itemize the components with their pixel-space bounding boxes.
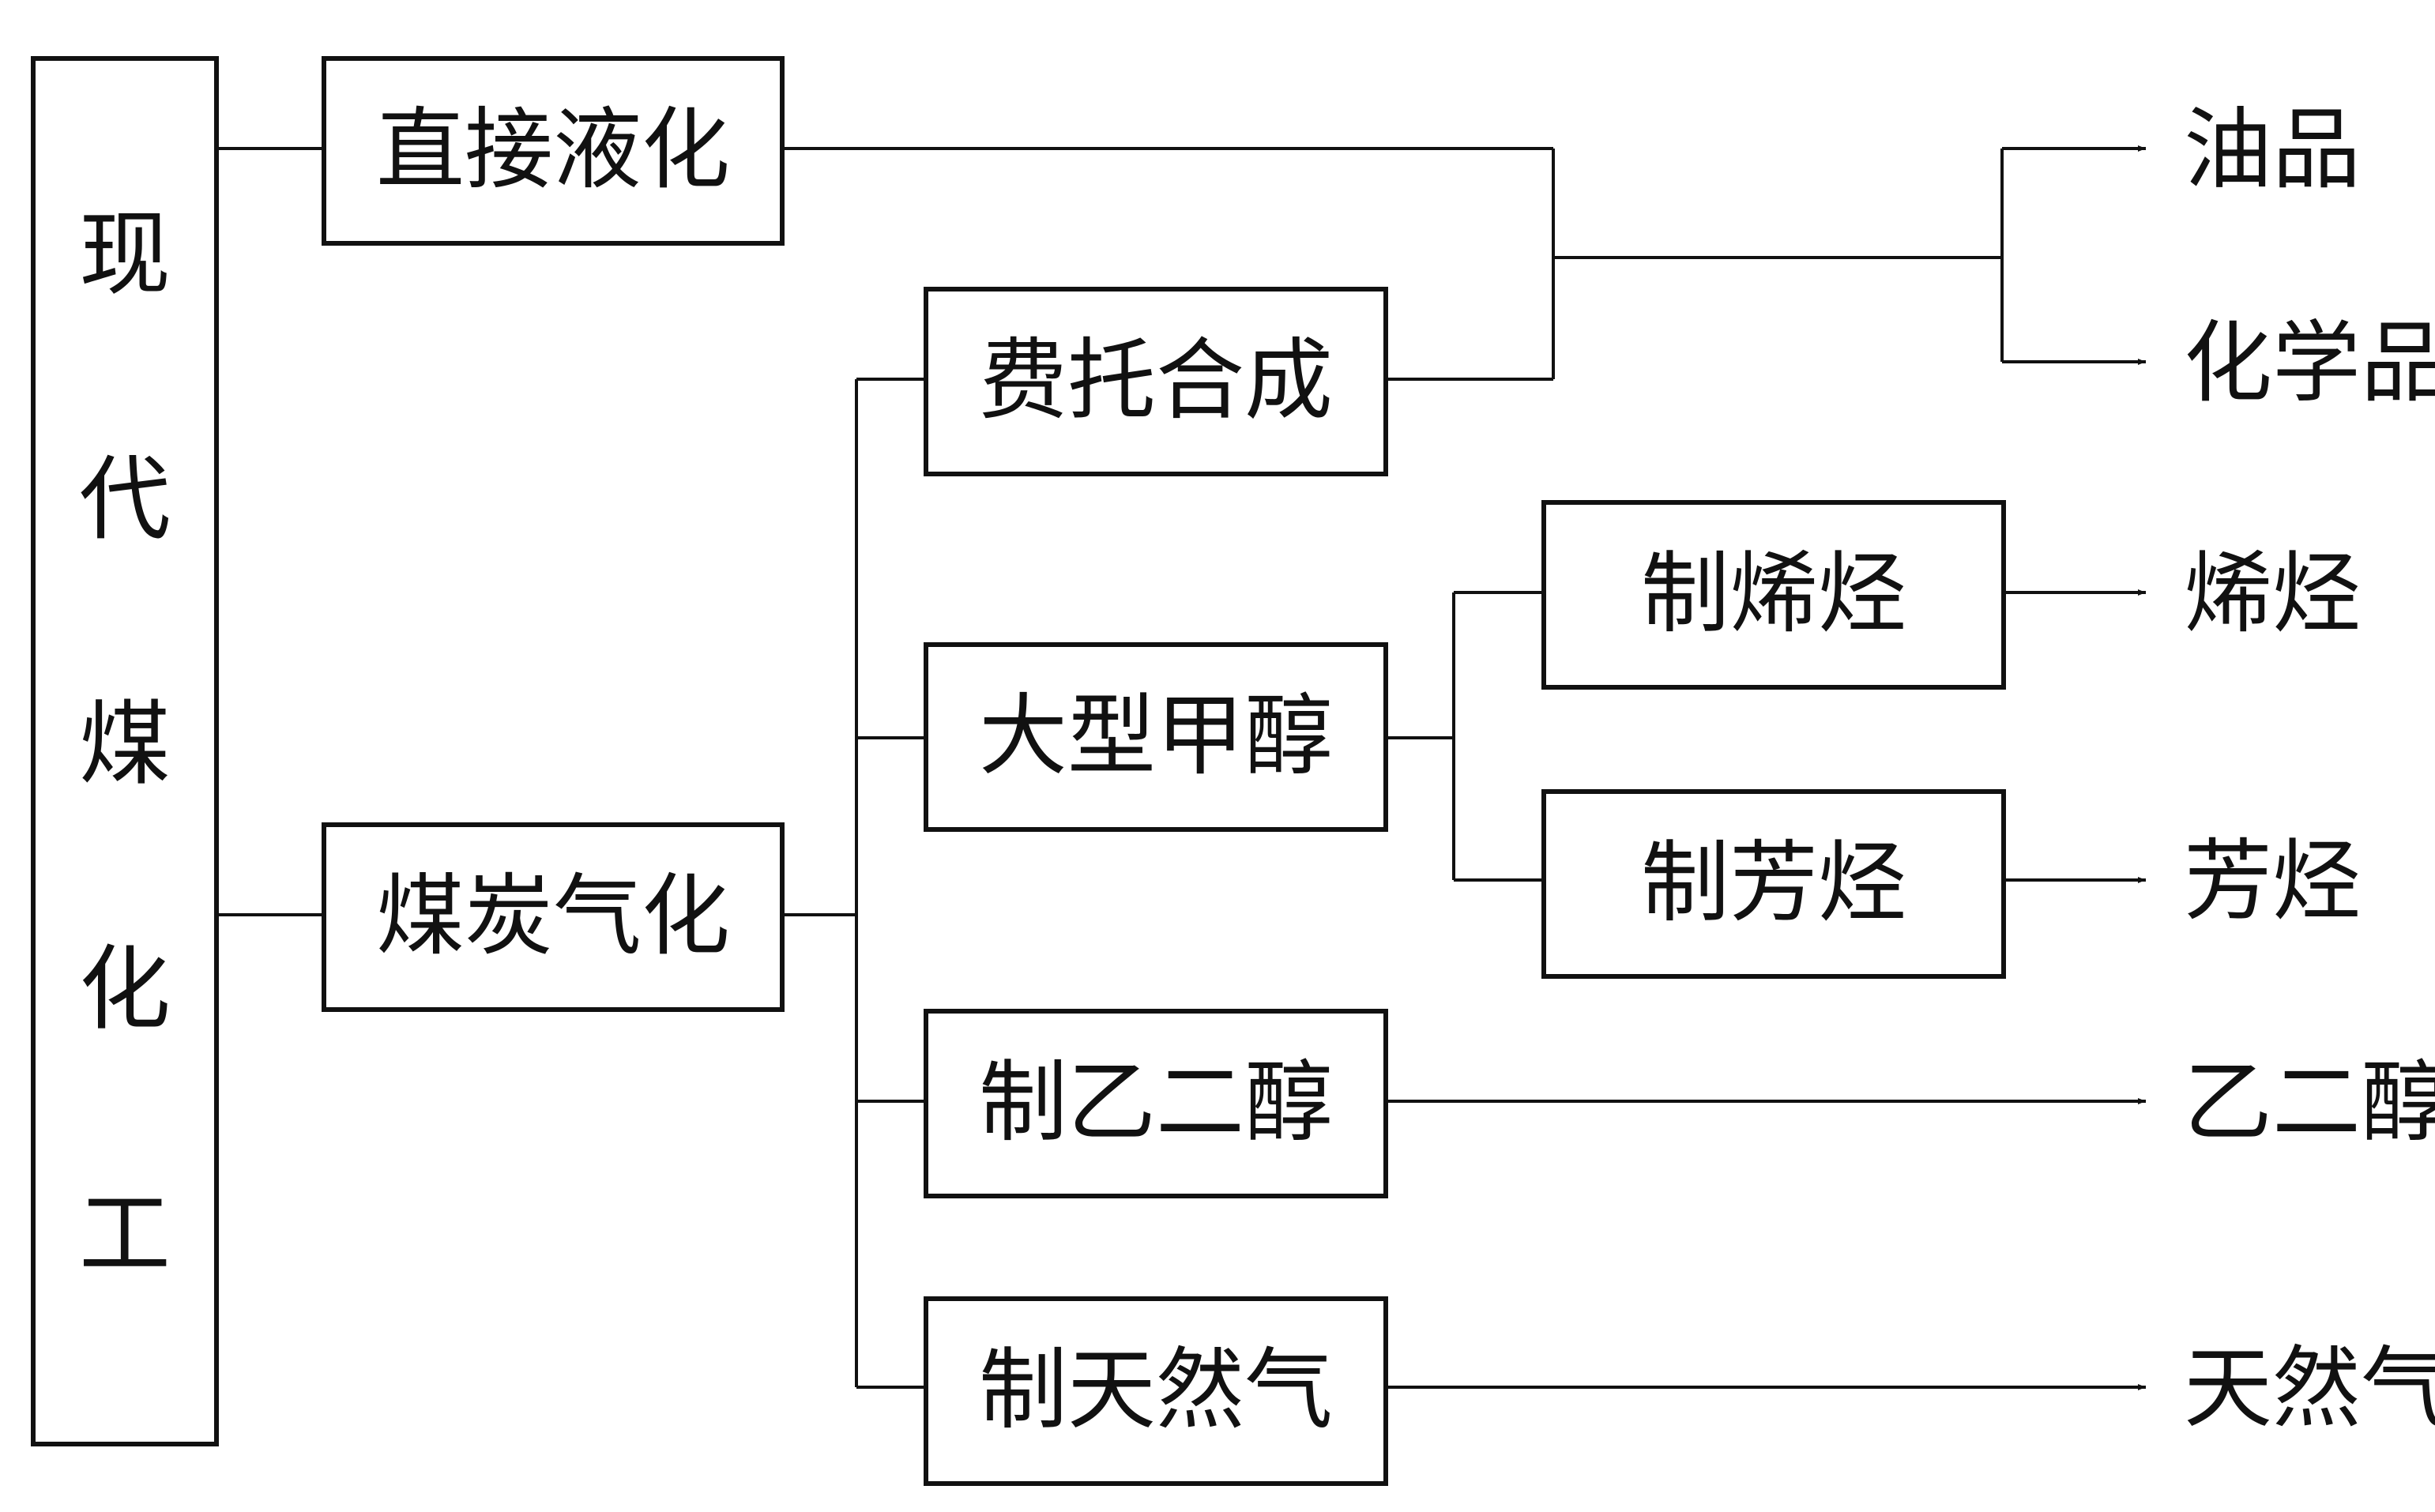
- fischer-tropsch-label: 费托合成: [979, 329, 1333, 432]
- make-ethylene-glycol-box: [924, 1009, 1388, 1198]
- make-aromatics-box: [1541, 789, 2006, 979]
- make-natural-gas-label: 制天然气: [979, 1339, 1333, 1442]
- product-ethylene-glycol: 乙二醇: [2184, 1051, 2435, 1154]
- root-char-4: 化: [79, 936, 171, 1043]
- root-char-2: 代: [79, 446, 171, 553]
- root-char-3: 煤: [79, 691, 171, 798]
- make-olefins-label: 制烯烃: [1641, 543, 1906, 645]
- direct-liquefaction-label: 直接液化: [376, 99, 730, 201]
- direct-liquefaction-box: [322, 56, 785, 246]
- coal-gasification-label: 煤炭气化: [376, 865, 730, 968]
- make-olefins-box: [1541, 500, 2006, 690]
- fischer-tropsch-box: [924, 287, 1388, 476]
- product-oil: 油品: [2184, 99, 2361, 201]
- root-char-1: 现: [79, 201, 171, 308]
- coal-gasification-box: [322, 822, 785, 1012]
- large-methanol-label: 大型甲醇: [979, 685, 1333, 788]
- product-natural-gas: 天然气: [2184, 1337, 2435, 1440]
- root-box: [31, 56, 219, 1446]
- root-char-5: 工: [79, 1181, 171, 1288]
- product-olefins: 烯烃: [2184, 543, 2361, 645]
- product-chemicals: 化学品: [2184, 312, 2435, 415]
- product-aromatics: 芳烃: [2184, 830, 2361, 933]
- make-natural-gas-box: [924, 1296, 1388, 1486]
- make-ethylene-glycol-label: 制乙二醇: [979, 1051, 1333, 1154]
- make-aromatics-label: 制芳烃: [1641, 832, 1906, 935]
